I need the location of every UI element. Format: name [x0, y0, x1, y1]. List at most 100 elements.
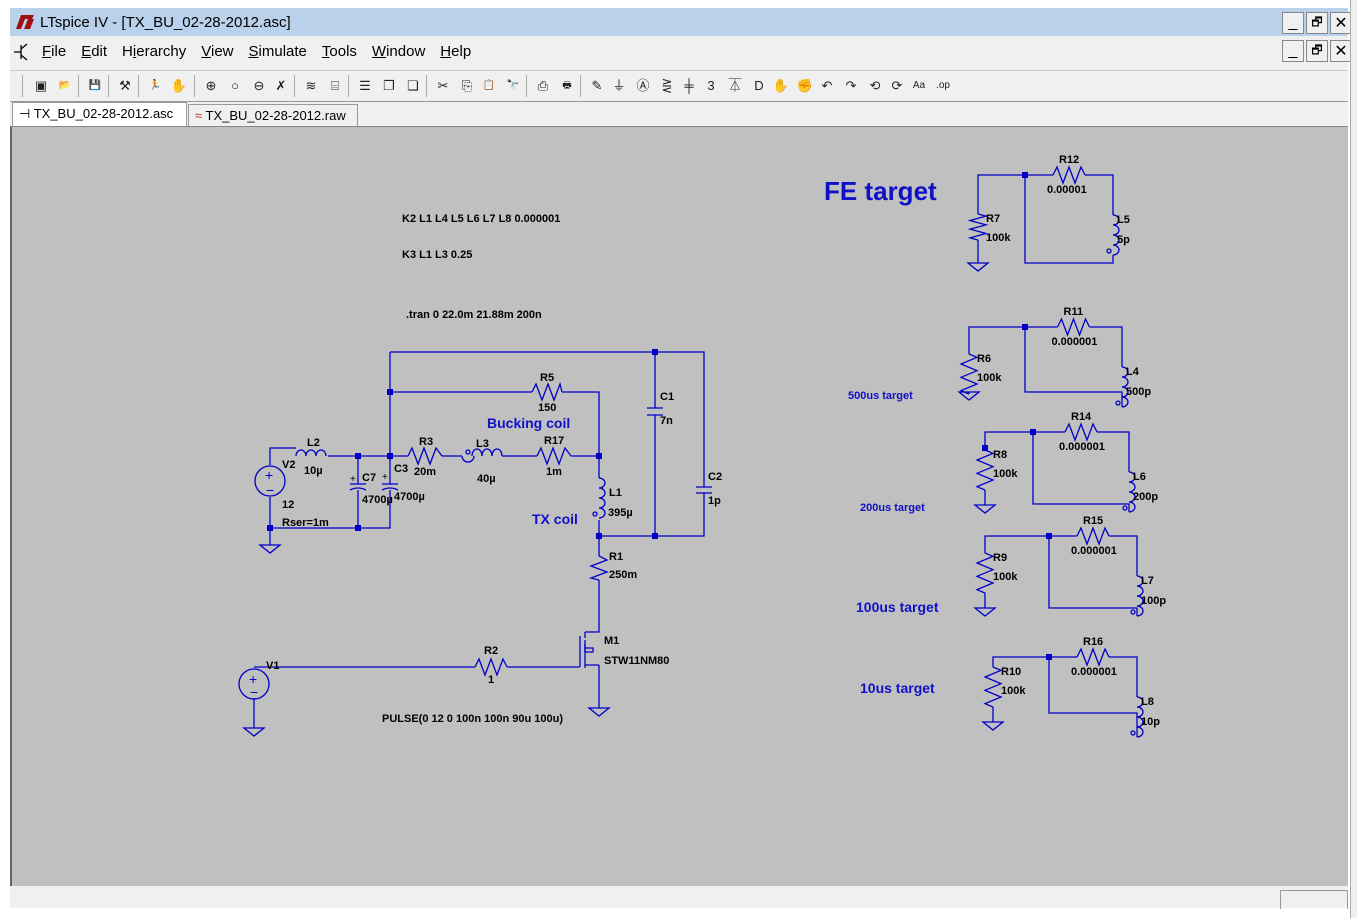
doc-minimize-button[interactable]: _	[1282, 40, 1304, 62]
zoom-area-icon[interactable]: ○	[231, 78, 239, 93]
v1-source[interactable]: + − V1 PULSE(0 12 0 100n 100n 90u 100u)	[238, 660, 563, 725]
r7-name[interactable]: R7	[986, 213, 1000, 225]
m1-mosfet[interactable]: M1 STW11NM80	[579, 632, 669, 668]
r12-resistor[interactable]	[1052, 165, 1086, 185]
c7-capacitor[interactable]: + C7 4700µ	[349, 472, 393, 506]
r6-resistor[interactable]	[959, 353, 979, 395]
open-icon[interactable]: 📂	[58, 80, 72, 91]
menu-simulate[interactable]: Simulate	[248, 43, 307, 60]
r8-value[interactable]: 100k	[993, 468, 1018, 480]
r15-value[interactable]: 0.000001	[1071, 545, 1117, 557]
menu-file[interactable]: File	[42, 43, 67, 60]
r1-resistor[interactable]: R1 250m	[588, 551, 637, 581]
r10-value[interactable]: 100k	[1001, 685, 1026, 697]
r16-value[interactable]: 0.000001	[1071, 666, 1117, 678]
menu-hierarchy[interactable]: Hierarchy	[122, 43, 187, 60]
l6-name[interactable]: L6	[1133, 471, 1146, 483]
waveform-icon[interactable]: ⌸	[331, 78, 339, 93]
new-schematic-icon[interactable]: ▣	[34, 78, 48, 93]
label-net-icon[interactable]: Ⓐ	[636, 78, 650, 93]
l3-inductor[interactable]: L3 40µ	[461, 438, 503, 485]
r16-resistor[interactable]	[1076, 647, 1110, 667]
find-icon[interactable]: 🔭	[506, 80, 520, 91]
halt-icon[interactable]: ✋	[170, 78, 188, 93]
fe-target-label[interactable]: FE target	[824, 176, 937, 206]
rotate-icon[interactable]: ⟲	[869, 78, 881, 93]
r14-resistor[interactable]	[1064, 422, 1098, 442]
k3-directive[interactable]: K3 L1 L3 0.25	[402, 249, 472, 261]
undo-icon[interactable]: ↶	[821, 78, 833, 93]
minimize-button[interactable]: _	[1282, 12, 1304, 34]
run-icon[interactable]: 🏃	[148, 80, 162, 91]
l5-inductor[interactable]	[1112, 214, 1120, 256]
menu-tools[interactable]: Tools	[321, 43, 357, 60]
l6-inductor[interactable]	[1128, 471, 1136, 513]
r9-resistor[interactable]	[975, 552, 995, 594]
r16-name[interactable]: R16	[1083, 636, 1103, 648]
move-icon[interactable]: ✋	[772, 78, 790, 93]
r8-name[interactable]: R8	[993, 449, 1007, 461]
r9-value[interactable]: 100k	[993, 571, 1018, 583]
menu-edit[interactable]: Edit	[81, 43, 108, 60]
l7-value[interactable]: 100p	[1141, 595, 1166, 607]
l4-name[interactable]: L4	[1126, 366, 1140, 378]
r3-resistor[interactable]: R3 20m	[407, 436, 443, 478]
zoom-in-icon[interactable]: ⊕	[205, 78, 217, 93]
print-preview-icon[interactable]: ⎙	[537, 78, 549, 93]
l7-name[interactable]: L7	[1141, 575, 1154, 587]
mirror-icon[interactable]: ⟳	[891, 78, 903, 93]
menu-window[interactable]: Window	[371, 43, 426, 60]
text-icon[interactable]: Aa	[912, 80, 926, 91]
r7-resistor[interactable]	[967, 213, 989, 241]
drag-icon[interactable]: ✊	[796, 78, 814, 93]
redo-icon[interactable]: ↷	[845, 78, 857, 93]
schematic-canvas[interactable]: K2 L1 L4 L5 L6 L7 L8 0.000001 K3 L1 L3 0…	[10, 126, 1348, 886]
k2-directive[interactable]: K2 L1 L4 L5 L6 L7 L8 0.000001	[402, 213, 560, 225]
l5-name[interactable]: L5	[1117, 214, 1130, 226]
tran-directive[interactable]: .tran 0 22.0m 21.88m 200n	[406, 309, 542, 321]
r5-resistor[interactable]: R5 150	[531, 372, 563, 414]
cut-icon[interactable]: ✂	[437, 78, 449, 93]
200us-target-label[interactable]: 200us target	[860, 502, 925, 514]
l4-inductor[interactable]	[1121, 366, 1129, 408]
r8-resistor[interactable]	[975, 449, 995, 491]
r2-resistor[interactable]: R2 1	[474, 645, 508, 686]
c2-capacitor[interactable]: C2 1p	[696, 471, 722, 507]
paste-icon[interactable]: 📋	[482, 80, 496, 91]
r9-name[interactable]: R9	[993, 552, 1007, 564]
l4-value[interactable]: 500p	[1126, 386, 1151, 398]
r11-resistor[interactable]	[1056, 317, 1091, 337]
l5-value[interactable]: 5p	[1117, 234, 1130, 246]
autorange-icon[interactable]: ≋	[305, 78, 317, 93]
menu-view[interactable]: View	[201, 43, 234, 60]
tab-raw[interactable]: ≈ TX_BU_02-28-2012.raw	[188, 104, 358, 126]
l8-name[interactable]: L8	[1141, 696, 1154, 708]
arrange-icon[interactable]: ❏	[407, 78, 419, 93]
r14-value[interactable]: 0.000001	[1059, 441, 1105, 453]
close-button[interactable]: ✕	[1330, 12, 1352, 34]
r12-value[interactable]: 0.00001	[1047, 184, 1087, 196]
tx-coil-label[interactable]: TX coil	[532, 511, 578, 527]
v2-source[interactable]: + − V2 12 Rser=1m	[254, 459, 329, 529]
diode-icon[interactable]: ⏄	[728, 78, 742, 93]
ground-icon[interactable]: ⏚	[612, 78, 626, 93]
l7-inductor[interactable]	[1136, 575, 1144, 617]
r6-value[interactable]: 100k	[977, 372, 1002, 384]
c1-capacitor[interactable]: C1 7n	[647, 391, 674, 427]
spice-directive-icon[interactable]: .op	[936, 80, 950, 91]
r7-value[interactable]: 100k	[986, 232, 1011, 244]
control-panel-icon[interactable]: ⚒	[119, 78, 131, 93]
tile-horizontal-icon[interactable]: ☰	[359, 78, 371, 93]
cascade-icon[interactable]: ❐	[383, 78, 395, 93]
l2-inductor[interactable]: L2 10µ	[295, 437, 327, 477]
tab-asc[interactable]: ⊣ TX_BU_02-28-2012.asc	[12, 102, 187, 126]
r10-resistor[interactable]	[983, 666, 1003, 708]
r11-value[interactable]: 0.000001	[1052, 336, 1098, 348]
zoom-fit-icon[interactable]: ✗	[275, 78, 287, 93]
l8-value[interactable]: 10p	[1141, 716, 1160, 728]
r12-name[interactable]: R12	[1059, 154, 1079, 166]
r17-resistor[interactable]: R17 1m	[536, 435, 572, 478]
copy-icon[interactable]: ⎘	[461, 78, 473, 93]
doc-close-button[interactable]: ✕	[1330, 40, 1352, 62]
10us-target-label[interactable]: 10us target	[860, 680, 935, 696]
